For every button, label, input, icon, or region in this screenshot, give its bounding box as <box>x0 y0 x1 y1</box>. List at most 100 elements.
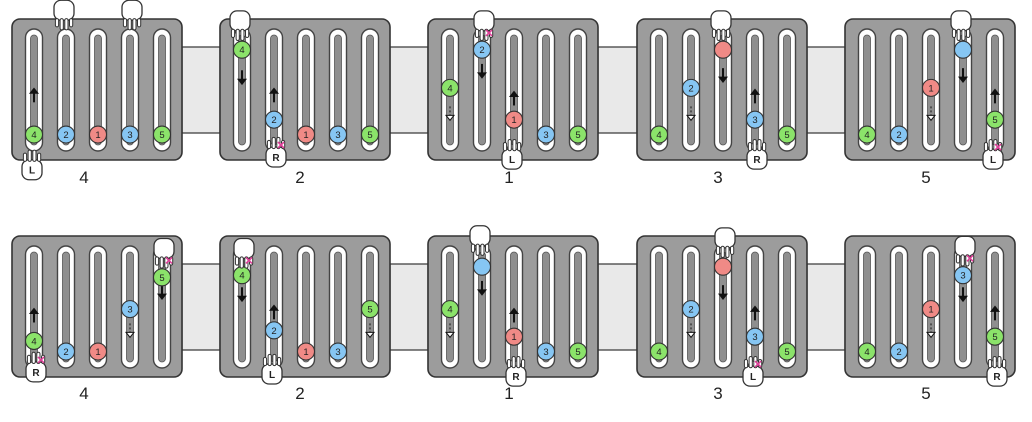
board-connector <box>389 46 429 134</box>
track-groove <box>895 251 903 363</box>
cross-mark <box>754 360 762 368</box>
ball-token <box>857 125 877 144</box>
arrow-head <box>476 289 488 296</box>
track-groove <box>655 251 663 363</box>
arrow-head <box>685 114 697 122</box>
hand-palm <box>982 148 1004 170</box>
ball-number: 3 <box>543 347 548 358</box>
arrow-head <box>508 307 520 314</box>
hand-palm <box>261 363 283 385</box>
cross-mark <box>966 254 974 262</box>
hand-palm <box>950 10 972 32</box>
board-connector <box>806 263 846 351</box>
arrow-down-icon <box>717 285 729 300</box>
ball-number: 5 <box>159 130 164 141</box>
hand-letter: R <box>512 372 520 383</box>
arrow-head <box>476 72 488 79</box>
arrow-up-icon <box>28 307 40 323</box>
ball-token <box>536 342 556 361</box>
track-groove <box>574 251 582 363</box>
ball-token <box>152 268 172 287</box>
hand-icon: R <box>986 356 1008 387</box>
hand-icon: R <box>505 356 527 387</box>
arrow-up-icon <box>508 307 520 323</box>
arrow-head <box>508 90 520 97</box>
hand-palm <box>742 365 764 387</box>
ball-token <box>56 125 76 144</box>
ball-token <box>985 110 1005 129</box>
hand-icon: L <box>982 139 1004 170</box>
ball-token <box>985 327 1005 346</box>
hand-icon: R <box>746 139 768 170</box>
ball-number: 3 <box>335 347 340 358</box>
track-groove <box>895 34 903 146</box>
track-groove <box>334 34 342 146</box>
arrow-head <box>156 293 168 300</box>
step-label: 4 <box>79 384 88 403</box>
arrow-up-icon <box>749 305 761 321</box>
step-label: 4 <box>79 168 88 187</box>
ball-token <box>264 321 284 340</box>
ball-token <box>472 257 492 276</box>
step-label: 1 <box>504 168 513 187</box>
hand-icon <box>121 0 143 31</box>
arrow-up-icon <box>268 304 280 320</box>
hand-palm <box>25 361 47 383</box>
arrow-down-icon <box>957 68 969 83</box>
arrow-head <box>28 307 40 314</box>
arrow-head <box>989 88 1001 95</box>
track-groove <box>863 251 871 363</box>
ball-token <box>953 266 973 285</box>
hand-letter: R <box>753 155 761 166</box>
hand-icon <box>233 237 255 269</box>
ball-number: 2 <box>896 130 901 141</box>
arrow-down-icon <box>364 323 376 339</box>
ball-token <box>472 40 492 59</box>
hand-palm <box>153 237 175 260</box>
hand-palm <box>505 365 527 387</box>
hand-icon <box>469 225 491 256</box>
ball-number: 5 <box>367 305 372 316</box>
ball-number: 5 <box>159 273 164 284</box>
track-groove <box>62 251 70 363</box>
ball-number: 1 <box>511 332 516 343</box>
ball-number: 4 <box>864 130 869 141</box>
hand-icon: L <box>21 149 43 181</box>
hand-icon <box>473 10 495 41</box>
arrow-up-icon <box>28 87 40 103</box>
hand-palm <box>954 235 976 258</box>
ball-number: 1 <box>95 130 100 141</box>
arrow-down-icon <box>156 285 168 300</box>
ball-number: 1 <box>303 130 308 141</box>
arrow-head <box>749 305 761 312</box>
arrow-up-icon <box>749 88 761 104</box>
hand-icon: L <box>261 353 283 385</box>
board-connector <box>597 263 638 351</box>
board-connector <box>181 263 221 351</box>
arrow-head <box>268 304 280 311</box>
hand-palm <box>714 227 736 249</box>
hand-palm <box>121 0 143 21</box>
arrow-head <box>268 87 280 94</box>
ball-token <box>568 125 588 144</box>
cross-mark <box>994 143 1002 151</box>
ball-token <box>953 40 973 59</box>
arrow-head <box>957 76 969 83</box>
ball-token <box>88 125 108 144</box>
ball-number: 4 <box>656 347 661 358</box>
arrow-head <box>749 88 761 95</box>
hand-palm <box>265 146 287 168</box>
arrow-up-icon <box>508 90 520 106</box>
ball-token <box>649 125 669 144</box>
arrow-down-icon <box>124 323 136 339</box>
track-groove <box>655 34 663 146</box>
ball-token <box>504 327 524 346</box>
ball-token <box>120 300 140 319</box>
arrow-head <box>444 114 456 122</box>
